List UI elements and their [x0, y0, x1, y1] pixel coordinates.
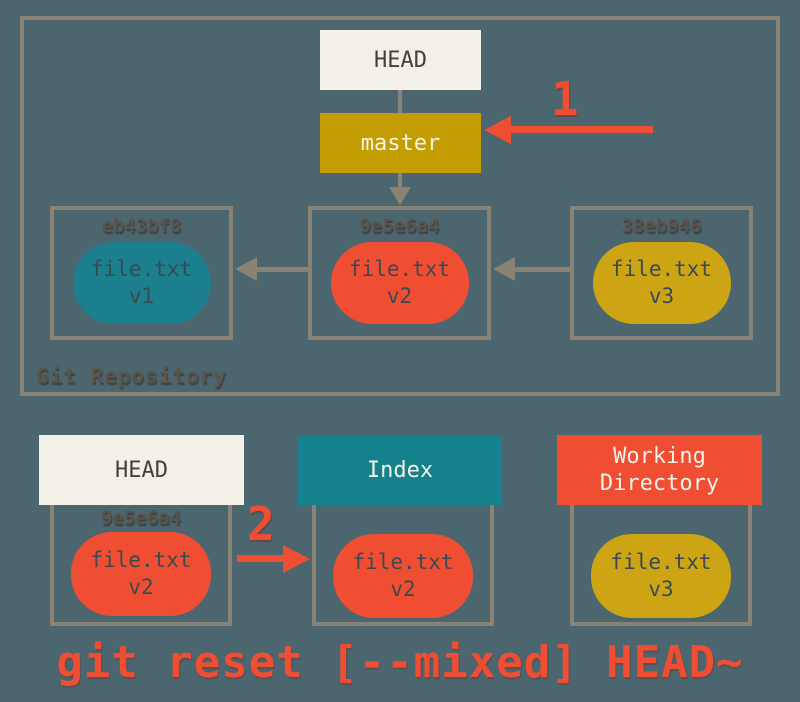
git-repository-box: Git Repository [20, 16, 780, 396]
master-branch-box: master [320, 113, 481, 173]
master-to-commit-connector [398, 173, 402, 188]
parent-arrow-shaft [256, 267, 308, 272]
index-area-label: Index [366, 457, 434, 483]
file-snapshot: file.txt v2 [330, 242, 469, 324]
file-name: file.txt [352, 550, 454, 574]
file-snapshot: file.txt v2 [333, 534, 473, 618]
file-snapshot: file.txt v3 [591, 534, 731, 618]
head-area-label: HEAD [115, 457, 168, 483]
step-2-label: 2 [247, 497, 275, 551]
file-version: v2 [128, 575, 154, 599]
head-area-box: HEAD [39, 435, 244, 505]
step-2-arrowhead-icon [283, 545, 310, 573]
file-version: v3 [648, 284, 675, 308]
commit-box-eb43bf8: eb43bf8 file.txt v1 [50, 206, 233, 340]
head-ref-label: HEAD [374, 47, 427, 73]
master-branch-label: master [360, 130, 441, 156]
file-snapshot: file.txt v1 [72, 242, 211, 324]
working-directory-contents-box: file.txt v3 [570, 505, 752, 626]
file-name: file.txt [610, 550, 712, 574]
file-name: file.txt [90, 548, 192, 572]
git-repository-label: Git Repository [36, 364, 228, 388]
step-1-label: 1 [551, 72, 579, 126]
file-version: v3 [648, 577, 674, 601]
commit-hash: eb43bf8 [101, 215, 182, 237]
file-version: v2 [390, 577, 416, 601]
commit-box-9e5e6a4: 9e5e6a4 file.txt v2 [308, 206, 491, 340]
file-name: file.txt [348, 257, 451, 281]
working-directory-area-label: Working Directory [599, 444, 720, 496]
command-caption: git reset [--mixed] HEAD~ [56, 637, 744, 688]
head-contents-box: 9e5e6a4 file.txt v2 [50, 505, 232, 626]
commit-hash: 9e5e6a4 [100, 507, 182, 529]
master-to-commit-arrowhead-icon [389, 187, 411, 205]
index-area-box: Index [298, 435, 502, 505]
file-snapshot: file.txt v2 [71, 532, 211, 616]
file-name: file.txt [610, 257, 713, 281]
head-to-master-connector [398, 90, 402, 113]
index-contents-box: file.txt v2 [312, 505, 494, 626]
file-name: file.txt [90, 257, 193, 281]
parent-arrow-shaft [514, 267, 570, 272]
file-version: v1 [128, 284, 155, 308]
step-1-arrow-shaft [509, 126, 653, 133]
file-snapshot: file.txt v3 [592, 242, 731, 324]
step-2-arrow-shaft [237, 555, 285, 562]
step-1-arrowhead-icon [484, 116, 511, 144]
parent-arrowhead-icon [493, 257, 515, 281]
working-directory-area-box: Working Directory [557, 435, 762, 505]
commit-hash: 38eb946 [621, 215, 702, 237]
head-ref-box: HEAD [320, 30, 481, 90]
file-version: v2 [386, 284, 413, 308]
parent-arrowhead-icon [235, 257, 257, 281]
commit-box-38eb946: 38eb946 file.txt v3 [570, 206, 753, 340]
commit-hash: 9e5e6a4 [359, 215, 440, 237]
